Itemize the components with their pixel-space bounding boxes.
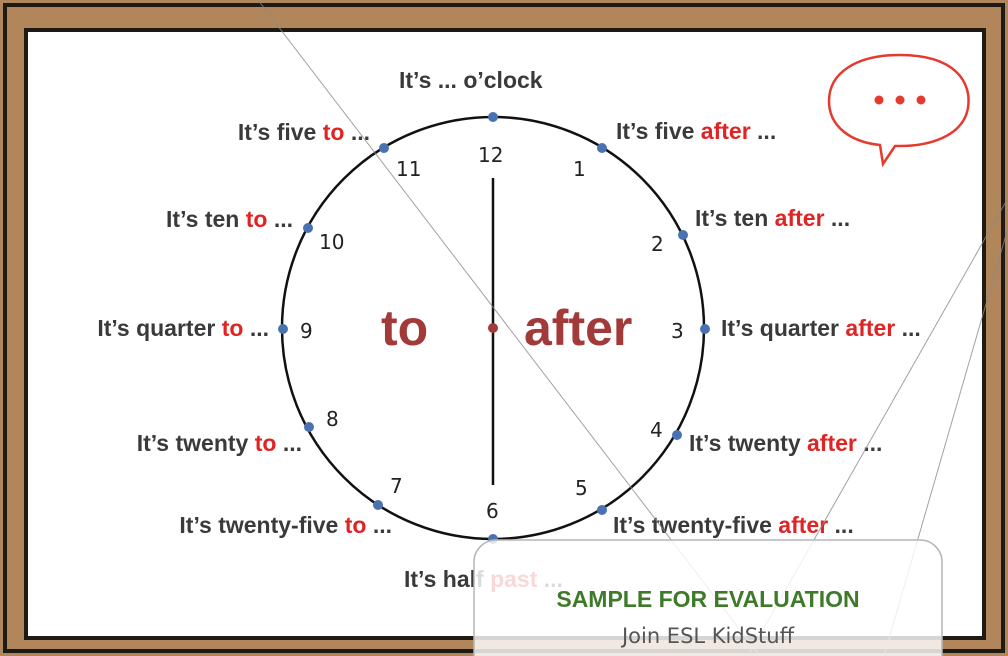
hour-numbers: 12 1 2 3 4 5 6 7 8 9 10 11 (300, 143, 684, 523)
phrase-labels: It’s ... o’clock It’s five after ... It’… (97, 67, 921, 592)
label-twenty-to: It’s twenty to ... (137, 430, 302, 456)
hour-2: 2 (651, 232, 664, 256)
watermark-subtitle: Join ESL KidStuff (620, 624, 795, 648)
center-to: to (381, 300, 428, 356)
dot-1 (597, 143, 607, 153)
hour-3: 3 (671, 319, 684, 343)
label-ten-after: It’s ten after ... (695, 205, 850, 231)
hour-5: 5 (575, 476, 588, 500)
hour-9: 9 (300, 319, 313, 343)
label-ten-to: It’s ten to ... (166, 206, 293, 232)
hour-1: 1 (573, 157, 586, 181)
dot-3 (700, 324, 710, 334)
dot-2 (678, 230, 688, 240)
dot-10 (303, 223, 313, 233)
hour-11: 11 (396, 157, 421, 181)
hour-6: 6 (486, 499, 499, 523)
hour-12: 12 (478, 143, 503, 167)
dot-12 (488, 112, 498, 122)
dot-8 (304, 422, 314, 432)
label-quarter-after: It’s quarter after ... (721, 315, 921, 341)
dot-4 (672, 430, 682, 440)
watermark-box: SAMPLE FOR EVALUATION Join ESL KidStuff (473, 539, 943, 656)
hour-7: 7 (390, 474, 403, 498)
label-twenty-after: It’s twenty after ... (689, 430, 882, 456)
label-twentyfive-after: It’s twenty-five after ... (613, 512, 854, 538)
dot-5 (597, 505, 607, 515)
label-five-after: It’s five after ... (616, 118, 776, 144)
speech-bubble-icon (827, 53, 970, 168)
label-five-to: It’s five to ... (238, 119, 370, 145)
hour-dots (278, 112, 710, 544)
label-twentyfive-to: It’s twenty-five to ... (179, 512, 392, 538)
hour-4: 4 (650, 418, 663, 442)
center-dot (488, 323, 498, 333)
hour-10: 10 (319, 230, 344, 254)
label-oclock: It’s ... o’clock (399, 67, 543, 93)
dot-9 (278, 324, 288, 334)
hour-8: 8 (326, 407, 339, 431)
watermark-title: SAMPLE FOR EVALUATION (556, 586, 859, 612)
dot-7 (373, 500, 383, 510)
label-quarter-to: It’s quarter to ... (97, 315, 269, 341)
center-after: after (524, 300, 632, 356)
dot-11 (379, 143, 389, 153)
board (24, 28, 986, 640)
